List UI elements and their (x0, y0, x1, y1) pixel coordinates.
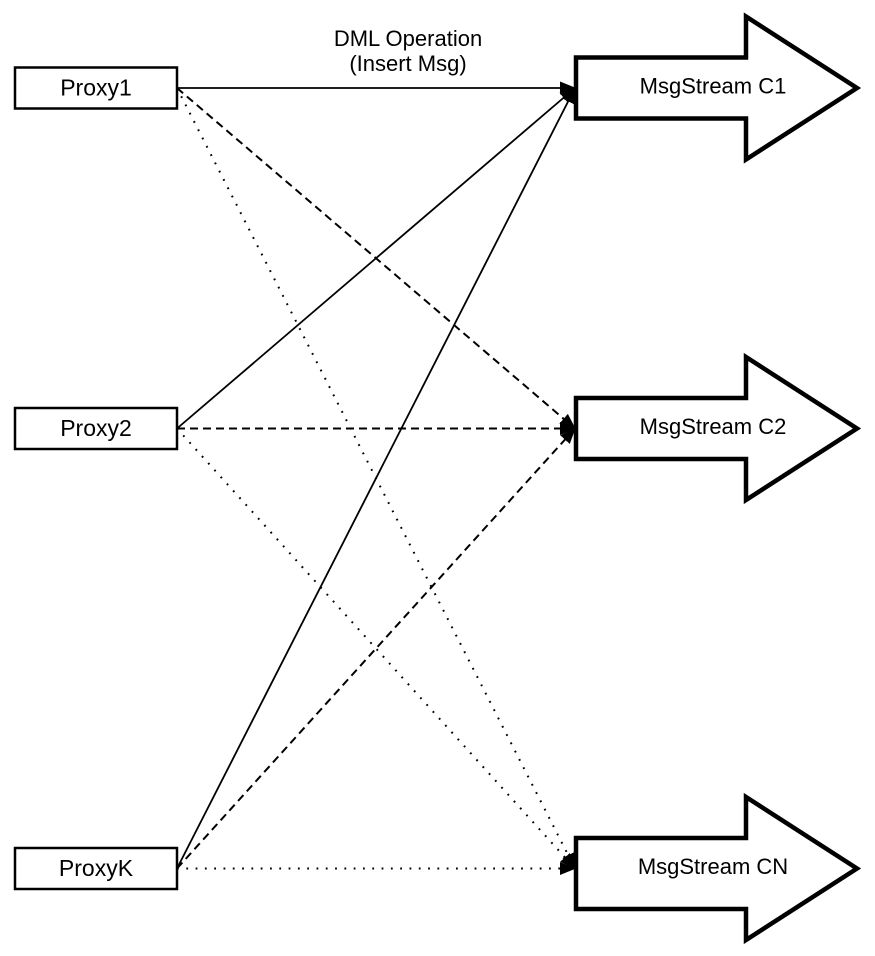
stream-node-cn: MsgStream CN (573, 792, 862, 945)
proxy2-box (13, 406, 179, 451)
proxy-node-proxyk: ProxyK (13, 846, 179, 891)
stream-c2-arrow-shape (573, 352, 862, 505)
edge-proxyk-c2 (176, 427, 576, 870)
proxy2-label: Proxy2 (60, 415, 132, 441)
proxyk-box (13, 846, 179, 891)
stream-c1-label: MsgStream C1 (640, 74, 787, 99)
stream-cn-arrow-shape (573, 792, 862, 945)
edge-proxy2-cn (176, 427, 576, 870)
stream-node-c2: MsgStream C2 (573, 352, 862, 505)
edge-proxyk-c1 (176, 87, 576, 869)
diagram-title-line1: DML Operation (334, 26, 482, 51)
edge-proxy2-c1 (176, 87, 576, 430)
proxy-node-proxy2: Proxy2 (13, 406, 179, 451)
stream-c2-label: MsgStream C2 (640, 414, 787, 439)
proxy1-label: Proxy1 (60, 75, 132, 101)
proxy-node-proxy1: Proxy1 (13, 66, 179, 110)
stream-node-c1: MsgStream C1 (573, 12, 862, 164)
edges-layer (176, 81, 576, 875)
stream-c1-arrow-shape (573, 12, 862, 164)
diagram-title-line2: (Insert Msg) (349, 51, 466, 76)
proxyk-label: ProxyK (59, 855, 134, 881)
stream-cn-label: MsgStream CN (638, 854, 788, 879)
proxy1-box (13, 66, 179, 110)
